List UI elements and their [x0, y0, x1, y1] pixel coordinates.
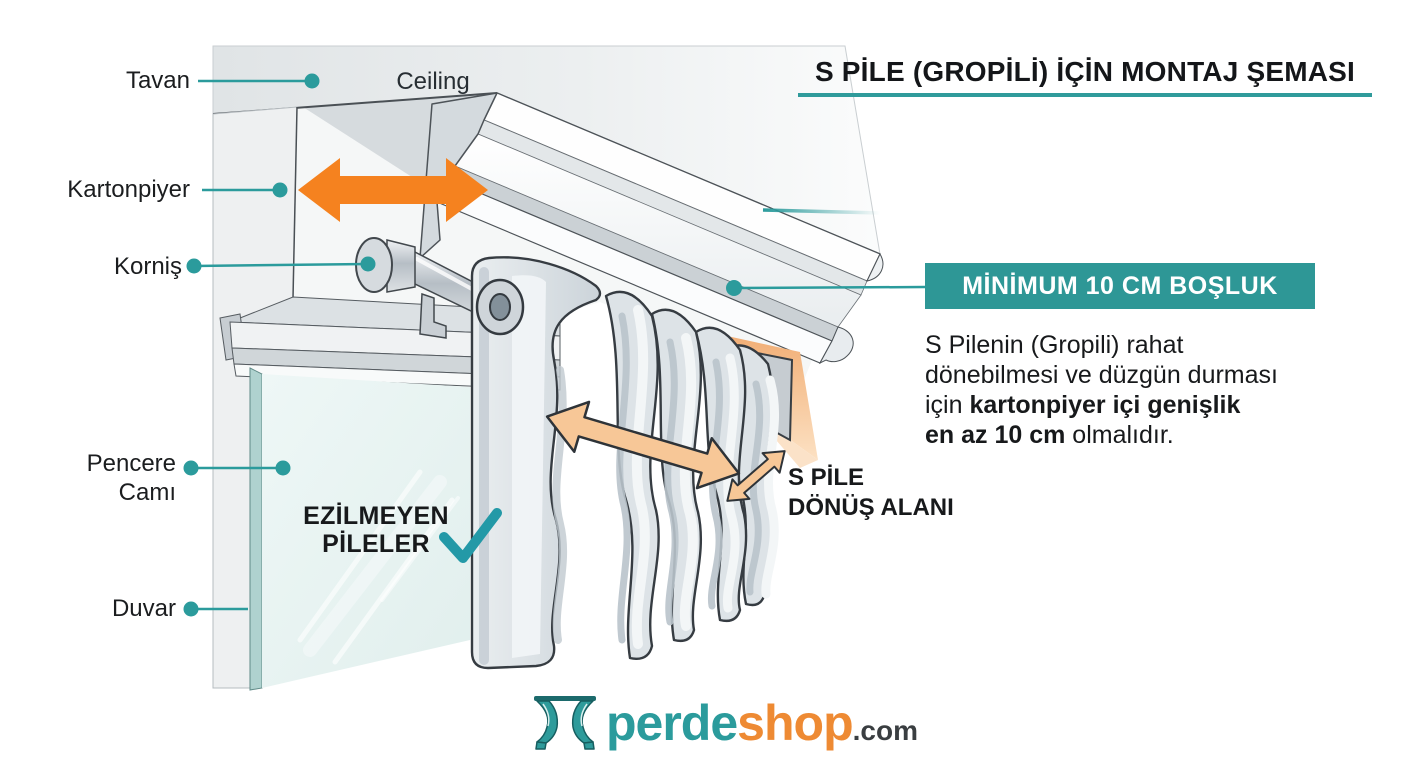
label-ceiling: Ceiling [396, 68, 470, 95]
pleat-depth-arrow [545, 400, 741, 490]
molding-top-pointer-line [762, 208, 881, 215]
grommet-ring [475, 278, 525, 336]
explanation-line4: en az 10 cm olmalıdır. [925, 421, 1174, 449]
rod-bracket [419, 292, 447, 339]
label-spile-donus-alani: S PİLE DÖNÜŞ ALANI [788, 464, 954, 521]
logo-text-com: .com [852, 715, 918, 746]
label-pencere-line1: Pencere [86, 450, 176, 477]
page-title: S PİLE (GROPİLİ) İÇİN MONTAJ ŞEMASI [814, 56, 1356, 87]
label-kornis: Korniş [113, 253, 182, 280]
minimum-gap-badge: MİNİMUM 10 CM BOŞLUK [925, 263, 1315, 309]
wall-corner-line [292, 106, 298, 299]
crown-molding [419, 92, 884, 365]
explanation-line3: için kartonpiyer içi genişlik [925, 391, 1241, 419]
label-tavan: Tavan [125, 67, 190, 94]
logo-text-shop: shop [737, 695, 853, 751]
label-kartonpiyer: Kartonpiyer [67, 176, 190, 203]
label-pencere-line2: Camı [118, 479, 176, 506]
glass-reflections [297, 469, 460, 665]
pleat-shading [479, 267, 780, 665]
explanation-line2: dönebilmesi ve düzgün durması [925, 361, 1278, 389]
label-duvar: Duvar [111, 595, 176, 622]
title-underline [798, 93, 1372, 97]
width-arrow [298, 158, 488, 222]
turn-area-arrow [726, 450, 786, 502]
explanation-text: S Pilenin (Gropili) rahat dönebilmesi ve… [925, 330, 1375, 450]
leader-lines [183, 73, 926, 617]
curtains-icon [534, 696, 596, 750]
explanation-line1: S Pilenin (Gropili) rahat [925, 331, 1184, 359]
window-glass-edge [249, 367, 263, 691]
label-ezilmeyen-pileler: EZİLMEYEN PİLELER [303, 502, 449, 558]
logo-text-perde: perde [606, 695, 738, 751]
check-icon [439, 508, 502, 563]
label-pencere-cami: Pencere Camı [87, 449, 176, 507]
window-glass [262, 374, 470, 688]
